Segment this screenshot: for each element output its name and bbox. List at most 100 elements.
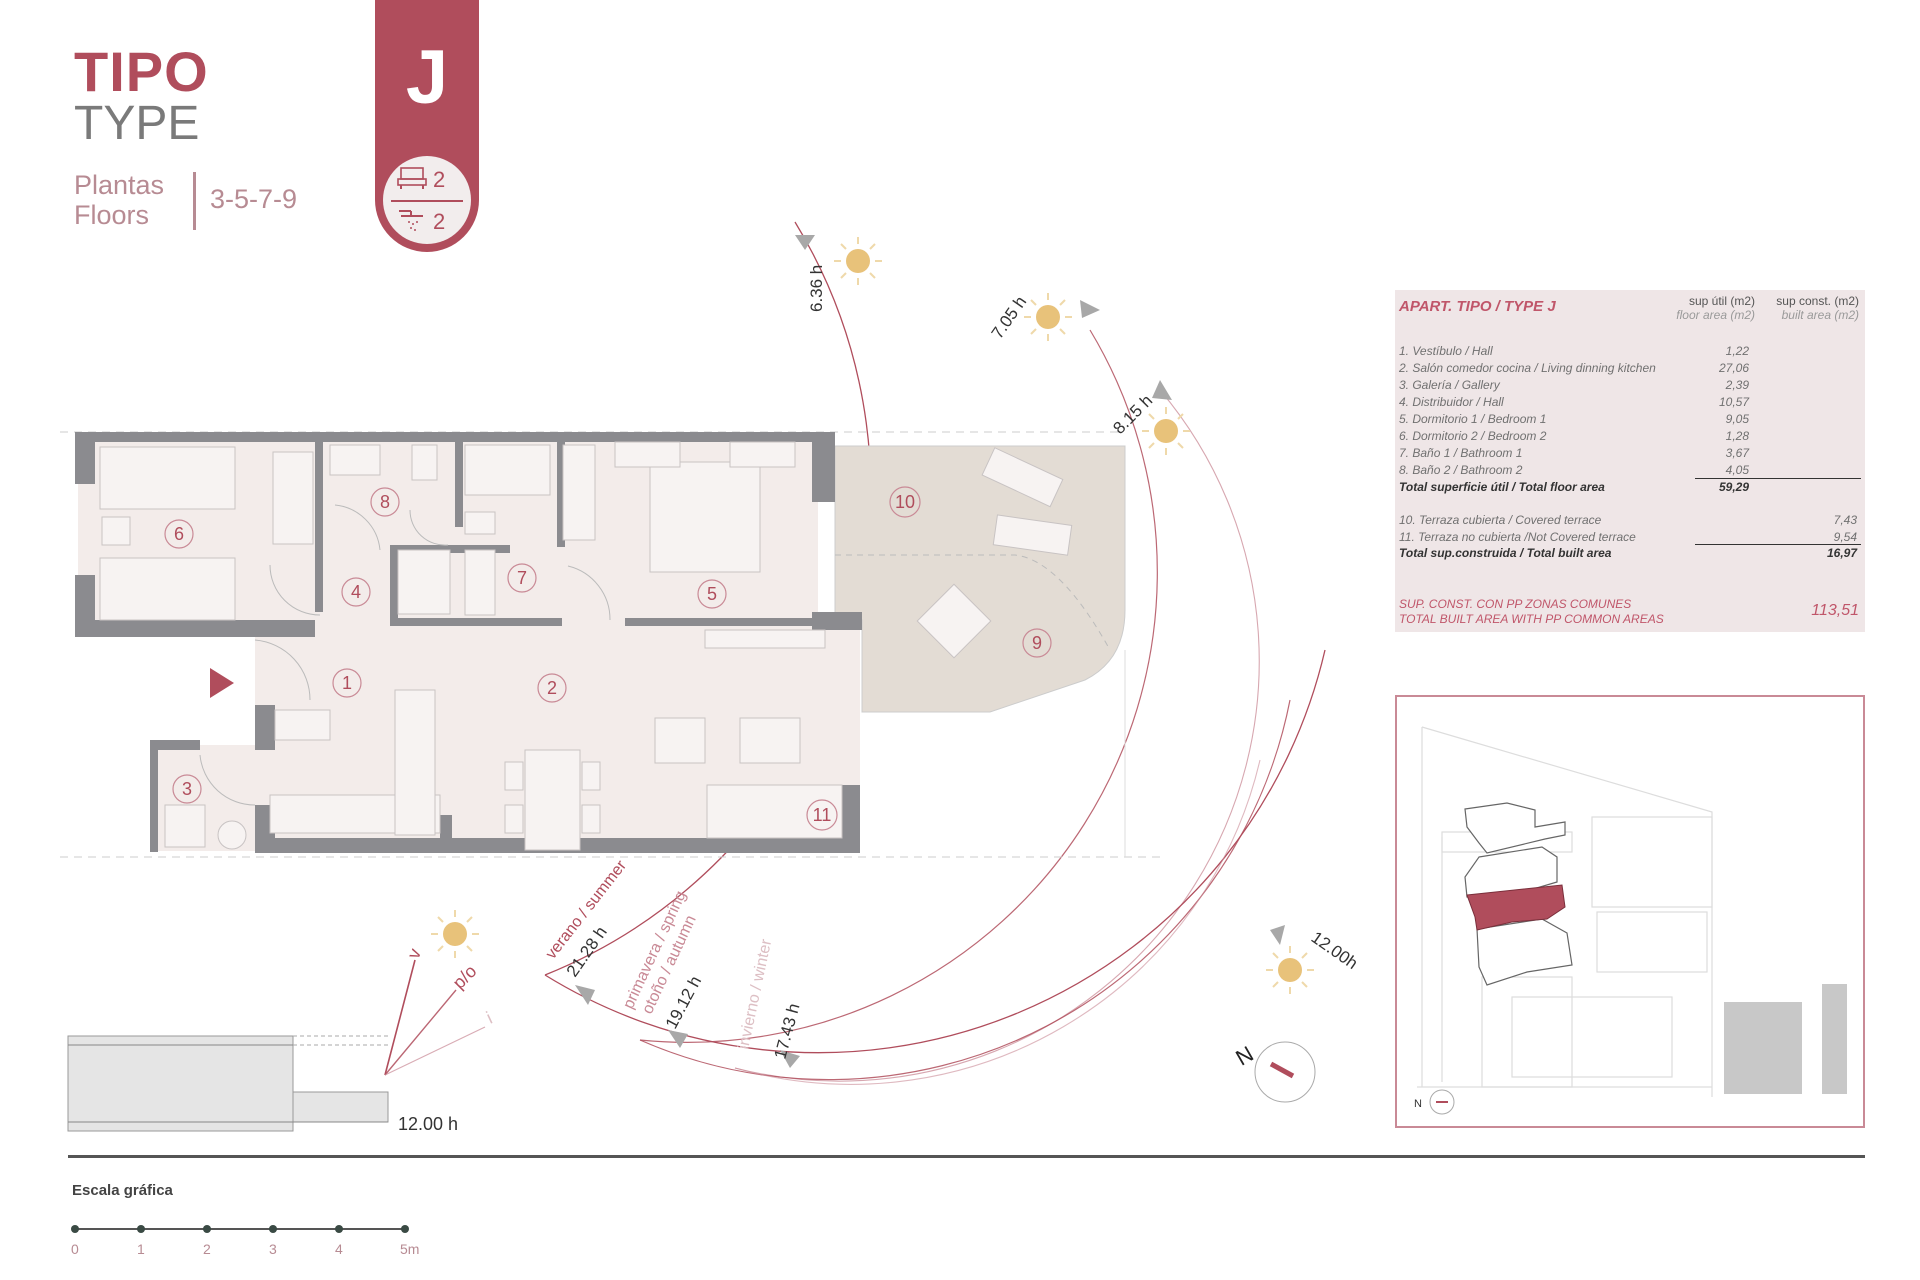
kitchen-island — [394, 689, 436, 836]
sun-icon — [431, 910, 479, 958]
scale-tick — [71, 1225, 79, 1233]
scale-tick — [401, 1225, 409, 1233]
floor-area-header-es: sup útil (m2) — [1688, 294, 1755, 308]
washer — [164, 804, 206, 848]
sun-section-diagram: v p/o i 12.00 h — [67, 946, 495, 1134]
area-table-title: APART. TIPO / TYPE J — [1399, 298, 1556, 315]
bedrooms-count-row: 2 — [397, 162, 467, 198]
room-number-10: 10 — [895, 492, 915, 512]
room-number-2: 2 — [547, 678, 557, 698]
sink-bath2 — [329, 444, 381, 476]
room-number-3: 3 — [182, 779, 192, 799]
room-number-6: 6 — [174, 524, 184, 544]
site-plan: N — [1395, 695, 1865, 1128]
dining-table — [524, 749, 581, 851]
scale-title: Escala gráfica — [72, 1182, 173, 1199]
floors-value: 3-5-7-9 — [210, 184, 298, 214]
room-number-1: 1 — [342, 673, 352, 693]
tv-unit — [704, 629, 826, 649]
site-plan-drawing: N — [1414, 726, 1847, 1115]
entrance-arrow-icon — [210, 668, 234, 698]
badge-divider — [391, 200, 463, 202]
terrace-area — [834, 445, 1126, 713]
sun-icon — [834, 237, 882, 285]
room-number-9: 9 — [1032, 633, 1042, 653]
bed-bedroom1 — [649, 461, 761, 573]
table-row: 2. Salón comedor cocina / Living dinning… — [1399, 361, 1749, 375]
room-number-labels — [164, 486, 1052, 831]
bedrooms-count: 2 — [433, 167, 446, 192]
wardrobe-bedroom1 — [562, 444, 596, 541]
walls — [75, 432, 862, 853]
section-time-label: 12.00 h — [398, 1114, 458, 1134]
floor-area-header: sup útil (m2) floor area (m2) — [1676, 294, 1755, 322]
sun-icon — [1142, 407, 1190, 455]
graphic-scale: 0 1 2 3 4 5m — [71, 1225, 419, 1257]
type-badge: J 2 2 — [375, 0, 479, 252]
armchair — [654, 717, 706, 764]
floors-label: Plantas Floors — [74, 170, 164, 230]
table-rule — [1695, 544, 1861, 545]
shower-icon — [397, 206, 427, 239]
sun-lounger-1 — [981, 447, 1064, 508]
bed-bedroom2-a — [99, 446, 236, 510]
built-area-header: sup const. (m2) built area (m2) — [1776, 294, 1859, 322]
site-compass-icon: N — [1414, 1089, 1455, 1115]
wardrobe-bedroom2 — [272, 451, 314, 545]
type-letter: J — [405, 35, 449, 120]
title-type: TYPE — [74, 97, 200, 150]
compass-north-label: N — [1231, 1041, 1257, 1071]
bathrooms-count-row: 2 — [397, 204, 467, 240]
floors-separator — [193, 172, 196, 230]
total-floor-row: Total superficie útil / Total floor area… — [1399, 480, 1749, 494]
title-tipo: TIPO — [74, 40, 209, 103]
ray-label-summer: v — [403, 946, 425, 962]
sun-time-markers — [575, 235, 1285, 1068]
common-area-value: 113,51 — [1811, 602, 1859, 619]
furniture — [99, 441, 1073, 851]
scale-label: 4 — [335, 1241, 343, 1257]
sofa — [706, 784, 843, 839]
site-compass-north-label: N — [1414, 1098, 1422, 1110]
bed-icon — [397, 166, 427, 195]
scale-tick — [137, 1225, 145, 1233]
sun-lounger-2 — [992, 514, 1073, 556]
sun-icon — [1266, 946, 1314, 994]
sun-arc-spring — [639, 329, 1158, 1043]
common-area-label-en: TOTAL BUILT AREA WITH PP COMMON AREAS — [1399, 612, 1664, 626]
scale-label: 0 — [71, 1241, 79, 1257]
floors-label-en: Floors — [74, 200, 150, 230]
sunrise-time-spring: 7.05 h — [988, 293, 1031, 343]
room-number-7: 7 — [517, 568, 527, 588]
built-area-header-en: built area (m2) — [1781, 308, 1859, 322]
ray-label-spring-autumn: p/o — [449, 961, 481, 993]
room-number-11: 11 — [813, 805, 832, 825]
season-label-winter: invierno / winter — [735, 937, 775, 1051]
scale-label: 3 — [269, 1241, 277, 1257]
compass-icon: N — [1231, 1041, 1316, 1103]
table-row: 11. Terraza no cubierta /Not Covered ter… — [1399, 530, 1857, 544]
bathrooms-count: 2 — [433, 209, 446, 234]
scale-label: 5m — [400, 1241, 419, 1257]
bath1-toilet — [464, 511, 496, 535]
noon-time-label: 12.00h — [1308, 928, 1361, 973]
common-area-label-es: SUP. CONST. CON PP ZONAS COMUNES — [1399, 597, 1632, 611]
bathtub — [464, 549, 496, 616]
shower-tray — [397, 549, 451, 615]
built-area-header-es: sup const. (m2) — [1776, 294, 1859, 308]
room-number-8: 8 — [380, 492, 390, 512]
sun-arc-winter — [734, 389, 1260, 1082]
area-table: APART. TIPO / TYPE J sup útil (m2) floor… — [1395, 290, 1865, 632]
floor-plan-drawing: 1 2 3 4 5 6 7 8 9 10 11 6.36 h 7.05 h 8.… — [60, 221, 1361, 1134]
footer-divider — [68, 1155, 1865, 1158]
room-number-5: 5 — [707, 584, 717, 604]
sun-icons — [431, 237, 1314, 994]
scale-label: 1 — [137, 1241, 145, 1257]
